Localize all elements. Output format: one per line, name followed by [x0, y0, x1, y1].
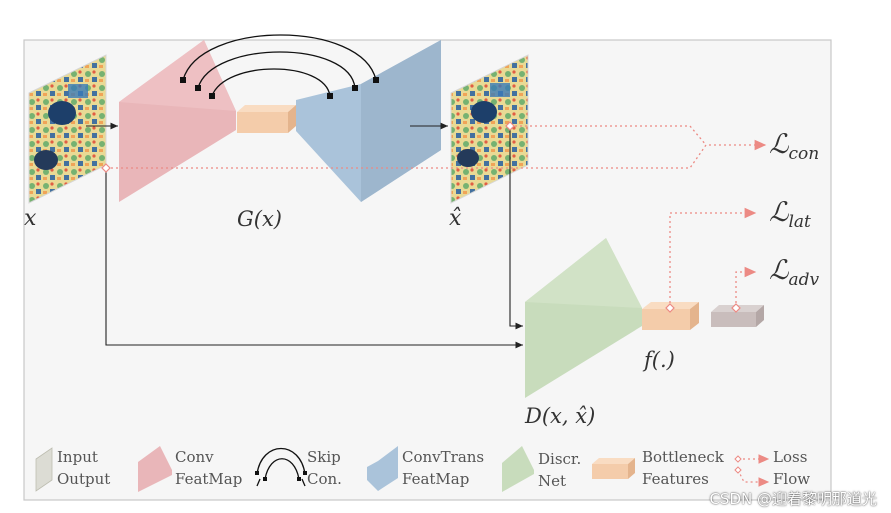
svg-text:Input: Input: [57, 448, 98, 466]
svg-text:Features: Features: [642, 470, 709, 488]
loss-label-con: ℒcon: [769, 129, 819, 164]
svg-text:Skip: Skip: [307, 448, 341, 466]
watermark: CSDN @迎着黎明那道光: [709, 490, 877, 508]
svg-text:Discr.: Discr.: [538, 450, 581, 468]
skip-connection-nodes: [180, 77, 379, 99]
legend-convtrans: ConvTrans FeatMap: [367, 446, 484, 491]
decoder-convtrans-featmap: [296, 40, 441, 202]
loss-label-adv: ℒadv: [769, 255, 819, 290]
svg-text:Flow: Flow: [773, 470, 810, 488]
data-flow-arrows: [86, 122, 523, 349]
legend-bottleneck: Bottleneck Features: [592, 448, 725, 488]
svg-text:Con.: Con.: [307, 470, 342, 488]
svg-text:Net: Net: [538, 472, 566, 490]
legend-conv: Conv FeatMap: [138, 446, 242, 492]
bottleneck-features: [642, 302, 699, 330]
legend-input-output: Input Output: [35, 447, 110, 492]
legend-loss-flow: Loss Flow: [734, 448, 810, 488]
loss-flows: [106, 125, 767, 308]
label-reconstruction: x̂: [449, 206, 462, 231]
input-image: [28, 54, 107, 204]
legend-skip: Skip Con.: [255, 448, 342, 488]
svg-text:Bottleneck: Bottleneck: [642, 448, 725, 466]
discriminator-net: [525, 238, 642, 398]
generator-bottleneck: [237, 105, 296, 133]
svg-text:Loss: Loss: [773, 448, 807, 466]
label-discriminator: D(x, x̂): [524, 404, 595, 428]
label-generator: G(x): [237, 207, 282, 231]
svg-text:ConvTrans: ConvTrans: [402, 448, 484, 466]
svg-text:FeatMap: FeatMap: [175, 470, 242, 488]
svg-text:Conv: Conv: [175, 448, 214, 466]
encoder-conv-featmap: [119, 40, 236, 202]
loss-flow-nodes: [101, 121, 741, 313]
skip-connections: [182, 34, 377, 97]
label-input-x: x: [24, 206, 37, 231]
label-features: f(.): [642, 348, 675, 372]
svg-text:Output: Output: [57, 470, 110, 488]
loss-label-lat: ℒlat: [769, 197, 811, 232]
svg-text:FeatMap: FeatMap: [402, 470, 469, 488]
reconstruction-image: [450, 54, 529, 204]
legend: Input Output Conv FeatMap Skip Con.: [35, 446, 810, 492]
legend-discr: Discr. Net: [502, 446, 581, 492]
